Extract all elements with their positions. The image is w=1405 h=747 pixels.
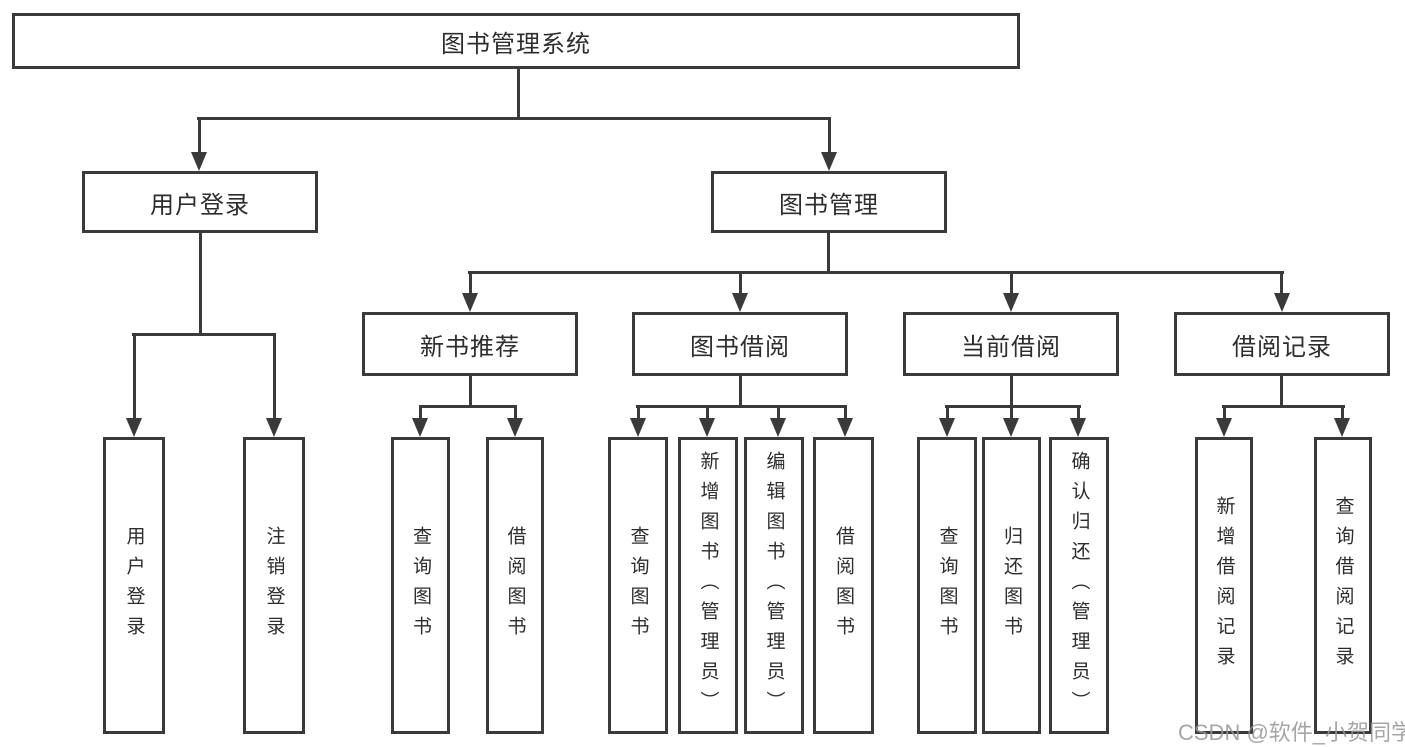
arrow-down-icon — [821, 152, 837, 171]
connector-borrow-records-bus — [1222, 405, 1345, 408]
connector-arrow-stem — [514, 408, 517, 419]
connector-arrow-stem — [844, 408, 847, 419]
leaf-newbooks-borrow-label: 借阅图书 — [504, 525, 526, 646]
connector-arrow-stem — [946, 408, 949, 419]
connector-book-borrow-drop — [739, 376, 742, 408]
leaf-newbooks-query: 查询图书 — [391, 437, 450, 734]
connector-new-books-drop — [469, 376, 472, 408]
connector-arrow-stem — [1341, 408, 1344, 419]
connector-arrow-stem — [706, 408, 709, 419]
node-borrow-records-label: 借阅记录 — [1232, 333, 1332, 361]
arrow-down-icon — [939, 418, 955, 437]
connector-book-borrow-bus — [636, 405, 847, 408]
node-current-borrow-label: 当前借阅 — [961, 333, 1061, 361]
arrow-down-icon — [462, 293, 478, 312]
leaf-borrow-borrow: 借阅图书 — [813, 437, 874, 734]
connector-root-bus — [197, 117, 831, 120]
arrow-down-icon — [507, 418, 523, 437]
leaf-records-add-label: 新增借阅记录 — [1213, 495, 1235, 676]
connector-user-login-bus — [132, 333, 276, 336]
connector-current-borrow-drop — [1010, 376, 1013, 408]
node-book-borrow-label: 图书借阅 — [690, 333, 790, 361]
connector-arrow-stem — [1010, 408, 1013, 419]
node-book-borrow: 图书借阅 — [632, 312, 848, 376]
leaf-current-return-label: 归还图书 — [1001, 525, 1022, 646]
connector-arrow-logout-stem — [273, 336, 276, 419]
connector-arrow-stem — [1223, 408, 1226, 419]
node-new-books: 新书推荐 — [362, 312, 578, 376]
connector-arrow-user-login-stem — [198, 118, 201, 154]
node-root: 图书管理系统 — [12, 13, 1020, 69]
leaf-newbooks-query-label: 查询图书 — [410, 525, 431, 646]
arrow-down-icon — [732, 293, 748, 312]
arrow-down-icon — [191, 152, 207, 171]
connector-arrow-new-books-stem — [469, 274, 472, 294]
leaf-borrow-edit-label: 编辑图书（管理员） — [763, 450, 785, 721]
arrow-down-icon — [837, 418, 853, 437]
node-new-books-label: 新书推荐 — [420, 333, 520, 361]
arrow-down-icon — [770, 418, 786, 437]
arrow-down-icon — [630, 418, 646, 437]
connector-current-borrow-bus — [945, 405, 1081, 408]
node-root-label: 图书管理系统 — [441, 30, 591, 58]
leaf-borrow-edit: 编辑图书（管理员） — [744, 437, 804, 734]
leaf-current-confirm-label: 确认归还（管理员） — [1068, 450, 1090, 721]
arrow-down-icon — [1274, 293, 1290, 312]
arrow-down-icon — [126, 418, 142, 437]
arrow-down-icon — [1003, 293, 1019, 312]
arrow-down-icon — [412, 418, 428, 437]
leaf-borrow-query-label: 查询图书 — [627, 525, 649, 646]
leaf-borrow-query: 查询图书 — [608, 437, 668, 734]
leaf-user-login-label: 用户登录 — [123, 525, 145, 646]
connector-arrow-book-borrow-stem — [739, 274, 742, 294]
node-book-mgmt-label: 图书管理 — [779, 191, 879, 219]
connector-arrow-current-borrow-stem — [1010, 274, 1013, 294]
leaf-current-return: 归还图书 — [982, 437, 1041, 734]
node-book-mgmt: 图书管理 — [711, 171, 947, 233]
connector-root-drop — [517, 68, 520, 119]
leaf-newbooks-borrow: 借阅图书 — [486, 437, 544, 734]
arrow-down-icon — [266, 418, 282, 437]
connector-arrow-stem — [637, 408, 640, 419]
leaf-records-query-label: 查询借阅记录 — [1332, 495, 1354, 676]
leaf-borrow-add: 新增图书（管理员） — [678, 437, 738, 734]
leaf-records-query: 查询借阅记录 — [1314, 437, 1372, 734]
connector-arrow-stem — [419, 408, 422, 419]
connector-book-mgmt-drop — [827, 233, 830, 274]
leaf-records-add: 新增借阅记录 — [1195, 437, 1253, 734]
node-user-login: 用户登录 — [82, 171, 318, 233]
node-user-login-label: 用户登录 — [150, 191, 250, 219]
arrow-down-icon — [1070, 418, 1086, 437]
arrow-down-icon — [1334, 418, 1350, 437]
arrow-down-icon — [1216, 418, 1232, 437]
connector-new-books-bus — [419, 405, 517, 408]
leaf-current-query-label: 查询图书 — [936, 525, 958, 646]
connector-arrow-stem — [1077, 408, 1080, 419]
connector-book-mgmt-bus — [468, 271, 1284, 274]
leaf-borrow-add-label: 新增图书（管理员） — [697, 450, 719, 721]
connector-arrow-book-mgmt-stem — [828, 118, 831, 154]
leaf-logout-label: 注销登录 — [263, 525, 285, 646]
connector-arrow-stem — [777, 408, 780, 419]
connector-arrow-borrow-records-stem — [1280, 274, 1283, 294]
node-borrow-records: 借阅记录 — [1174, 312, 1390, 376]
connector-borrow-records-drop — [1280, 376, 1283, 408]
leaf-logout: 注销登录 — [243, 437, 305, 734]
arrow-down-icon — [699, 418, 715, 437]
node-current-borrow: 当前借阅 — [903, 312, 1119, 376]
connector-arrow-login-stem — [133, 336, 136, 419]
leaf-current-confirm: 确认归还（管理员） — [1049, 437, 1109, 734]
leaf-borrow-borrow-label: 借阅图书 — [833, 525, 854, 646]
leaf-user-login: 用户登录 — [103, 437, 165, 734]
connector-user-login-drop — [199, 233, 202, 336]
watermark: CSDN @软件_小贺同学 — [1178, 720, 1405, 745]
arrow-down-icon — [1003, 418, 1019, 437]
leaf-current-query: 查询图书 — [917, 437, 977, 734]
